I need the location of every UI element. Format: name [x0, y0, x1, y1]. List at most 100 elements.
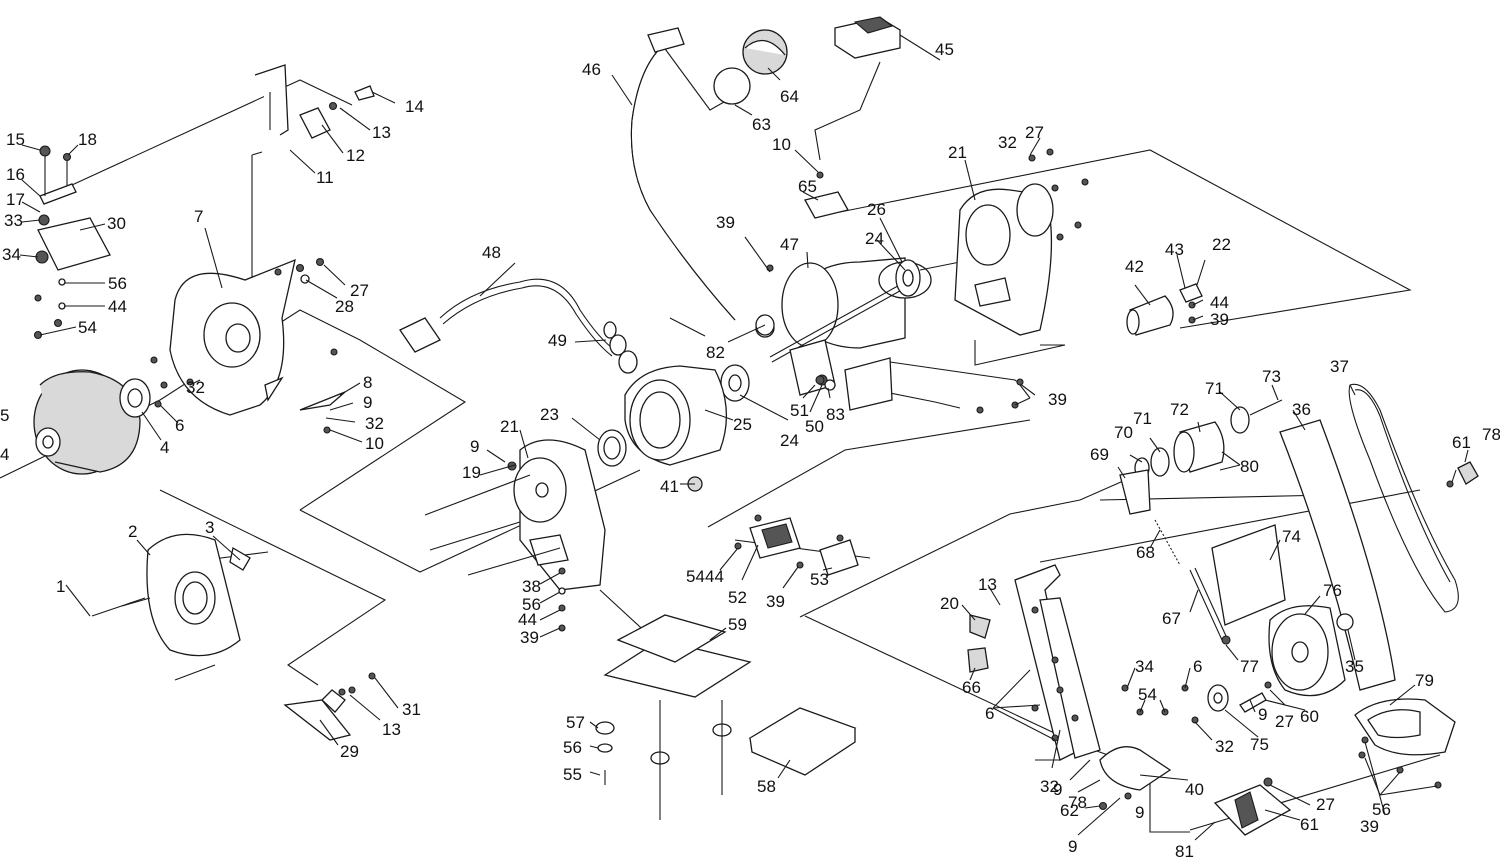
callout-48: 48	[482, 243, 501, 262]
sander-frame	[967, 564, 1199, 761]
callout-32-a: 32	[186, 378, 205, 397]
work-lamp	[630, 27, 788, 338]
callout-16: 16	[6, 165, 25, 184]
callout-4-b: 4	[160, 438, 169, 457]
callout-73: 73	[1262, 367, 1281, 386]
callout-80: 80	[1240, 457, 1259, 476]
callout-34-a: 34	[2, 245, 21, 264]
callout-39-f: 39	[1360, 817, 1379, 836]
callout-20: 20	[940, 594, 959, 613]
callout-2: 2	[128, 522, 137, 541]
callout-63: 63	[752, 115, 771, 134]
callout-28: 28	[335, 297, 354, 316]
motor-housing-right	[954, 148, 1089, 336]
callout-10-a: 10	[365, 434, 384, 453]
callout-41: 41	[660, 477, 679, 496]
callout-46: 46	[582, 60, 601, 79]
leader-lines	[19, 34, 1469, 841]
eye-shield-rod	[251, 64, 375, 280]
callout-36: 36	[1292, 400, 1311, 419]
callout-82: 82	[706, 343, 725, 362]
callout-44-a: 44	[108, 297, 127, 316]
callout-8: 8	[363, 373, 372, 392]
idler-drum	[1119, 399, 1283, 515]
callout-49: 49	[548, 331, 567, 350]
callout-10-b: 10	[772, 135, 791, 154]
callout-12: 12	[346, 146, 365, 165]
callout-58: 58	[757, 777, 776, 796]
callout-27-b: 27	[1025, 123, 1044, 142]
belts	[1279, 383, 1459, 691]
callout-83: 83	[826, 405, 845, 424]
callout-56-d: 56	[1372, 800, 1391, 819]
callout-54-a: 54	[78, 318, 97, 337]
callout-25: 25	[733, 415, 752, 434]
callout-55: 55	[563, 765, 582, 784]
callout-44-b: 44	[1210, 293, 1229, 312]
callout-9-e: 9	[1068, 837, 1077, 856]
callout-68: 68	[1136, 543, 1155, 562]
callout-31: 31	[402, 700, 421, 719]
callout-54-b: 54	[686, 567, 705, 586]
callout-71-a: 71	[1133, 409, 1152, 428]
callout-43: 43	[1165, 240, 1184, 259]
callout-81: 81	[1175, 842, 1194, 857]
callout-13-b: 13	[382, 720, 401, 739]
callout-56-c: 56	[563, 738, 582, 757]
callout-13-a: 13	[372, 123, 391, 142]
callout-32-d: 32	[1215, 737, 1234, 756]
callout-1: 1	[56, 577, 65, 596]
callout-39-e: 39	[766, 592, 785, 611]
switch-parts	[804, 16, 901, 219]
callout-19: 19	[462, 463, 481, 482]
callout-75: 75	[1250, 735, 1269, 754]
callout-29: 29	[340, 742, 359, 761]
motor	[766, 257, 932, 411]
callout-6-b: 6	[1193, 657, 1202, 676]
callout-64: 64	[780, 87, 799, 106]
belt-guard	[1354, 461, 1479, 789]
platen-and-drive-drum	[1211, 524, 1354, 697]
callout-44-c: 44	[518, 610, 537, 629]
callout-3: 3	[205, 518, 214, 537]
callout-62: 62	[1060, 801, 1079, 820]
callout-39-c: 39	[1210, 310, 1229, 329]
callout-76: 76	[1323, 581, 1342, 600]
callout-6-a: 6	[175, 416, 184, 435]
callout-70: 70	[1114, 423, 1133, 442]
callout-78-b: 78	[1068, 793, 1087, 812]
callout-7: 7	[194, 207, 203, 226]
callout-61-a: 61	[1452, 433, 1471, 452]
grinding-wheel	[33, 356, 194, 475]
callout-32-c: 32	[998, 133, 1017, 152]
callout-47: 47	[780, 235, 799, 254]
callout-66: 66	[962, 678, 981, 697]
callout-21-a: 21	[500, 417, 519, 436]
callout-38: 38	[522, 577, 541, 596]
callout-32-b: 32	[365, 414, 384, 433]
callout-5: 5	[0, 406, 9, 425]
stator	[624, 365, 728, 466]
callout-61-b: 61	[1300, 815, 1319, 834]
callout-4-a: 4	[0, 445, 9, 464]
callout-35: 35	[1345, 657, 1364, 676]
callout-79: 79	[1415, 671, 1434, 690]
callout-26: 26	[867, 200, 886, 219]
callout-60: 60	[1300, 707, 1319, 726]
callout-57: 57	[566, 713, 585, 732]
callout-14: 14	[405, 97, 424, 116]
switch-box	[734, 514, 859, 576]
callout-24-b: 24	[865, 229, 884, 248]
sanding-table	[1098, 746, 1292, 836]
callout-21-b: 21	[948, 143, 967, 162]
base-and-tray	[595, 614, 857, 820]
callout-56-a: 56	[108, 274, 127, 293]
callout-11: 11	[316, 168, 334, 187]
bearings	[720, 259, 961, 402]
callout-9-d: 9	[1258, 705, 1267, 724]
parts-artwork	[33, 16, 1479, 836]
callout-54-c: 54	[1138, 685, 1157, 704]
eye-shield-bracket	[33, 145, 111, 340]
callout-71-b: 71	[1205, 379, 1224, 398]
callout-69: 69	[1090, 445, 1109, 464]
